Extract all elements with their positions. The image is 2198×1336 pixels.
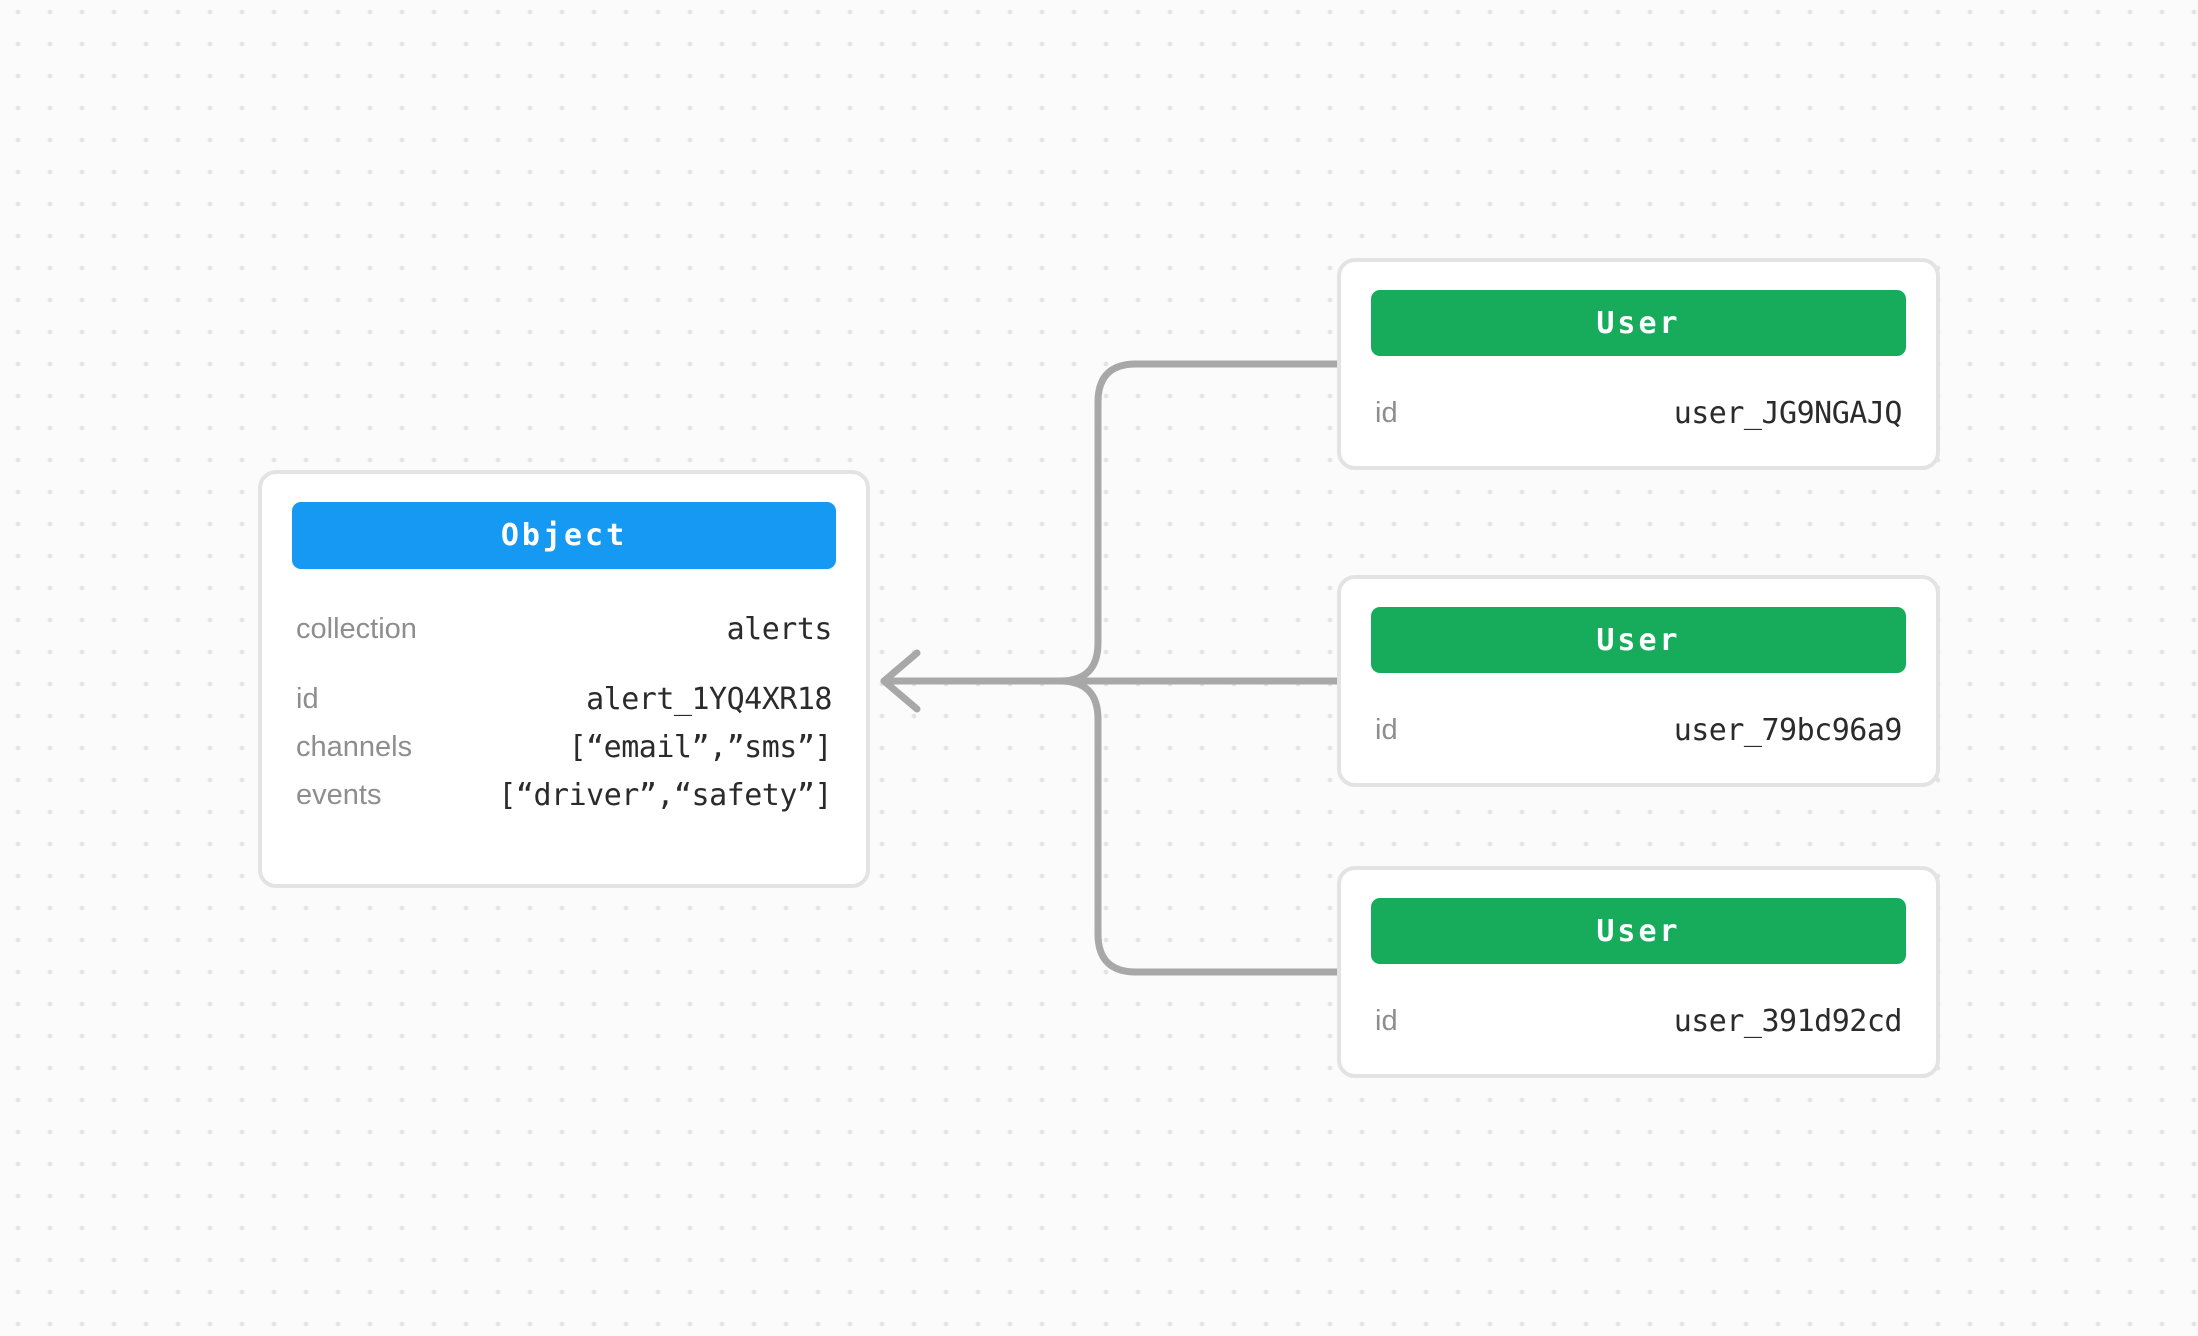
user-node-header: User — [1371, 290, 1906, 356]
user-node-card: User id user_391d92cd — [1337, 866, 1940, 1078]
user-node-card: User id user_79bc96a9 — [1337, 575, 1940, 787]
field-value: user_JG9NGAJQ — [1673, 395, 1903, 431]
field-row-channels: channels [“email”,”sms”] — [292, 723, 836, 771]
field-value: user_79bc96a9 — [1673, 712, 1903, 748]
field-row-id: id user_JG9NGAJQ — [1371, 388, 1906, 438]
field-value: [“driver”,“safety”] — [498, 777, 832, 813]
field-row-id: id user_79bc96a9 — [1371, 705, 1906, 755]
user-node-title: User — [1596, 622, 1681, 658]
field-label: events — [296, 778, 382, 811]
field-label: channels — [296, 730, 413, 763]
field-label: id — [1375, 396, 1398, 429]
field-row-events: events [“driver”,“safety”] — [292, 771, 836, 819]
field-value: user_391d92cd — [1673, 1003, 1903, 1039]
arrow-head-icon — [880, 649, 921, 713]
field-label: collection — [296, 612, 417, 645]
object-node-card: Object collection alerts id alert_1YQ4XR… — [258, 470, 870, 888]
field-value: alert_1YQ4XR18 — [586, 681, 832, 717]
field-label: id — [1375, 713, 1398, 746]
object-node-fields: collection alerts id alert_1YQ4XR18 chan… — [292, 605, 836, 819]
field-value: alerts — [726, 611, 833, 647]
user-node-header: User — [1371, 607, 1906, 673]
edge-user-bottom — [1056, 677, 1341, 976]
field-label: id — [1375, 1004, 1398, 1037]
edge-user-top — [1056, 360, 1341, 685]
object-node-header: Object — [292, 502, 836, 569]
field-row-collection: collection alerts — [292, 605, 836, 653]
field-value: [“email”,”sms”] — [568, 729, 833, 765]
user-node-title: User — [1596, 913, 1681, 949]
field-row-id: id user_391d92cd — [1371, 996, 1906, 1046]
user-node-header: User — [1371, 898, 1906, 964]
field-row-id: id alert_1YQ4XR18 — [292, 675, 836, 723]
field-label: id — [296, 682, 319, 715]
object-node-title: Object — [500, 518, 628, 553]
user-node-title: User — [1596, 305, 1681, 341]
user-node-card: User id user_JG9NGAJQ — [1337, 258, 1940, 470]
